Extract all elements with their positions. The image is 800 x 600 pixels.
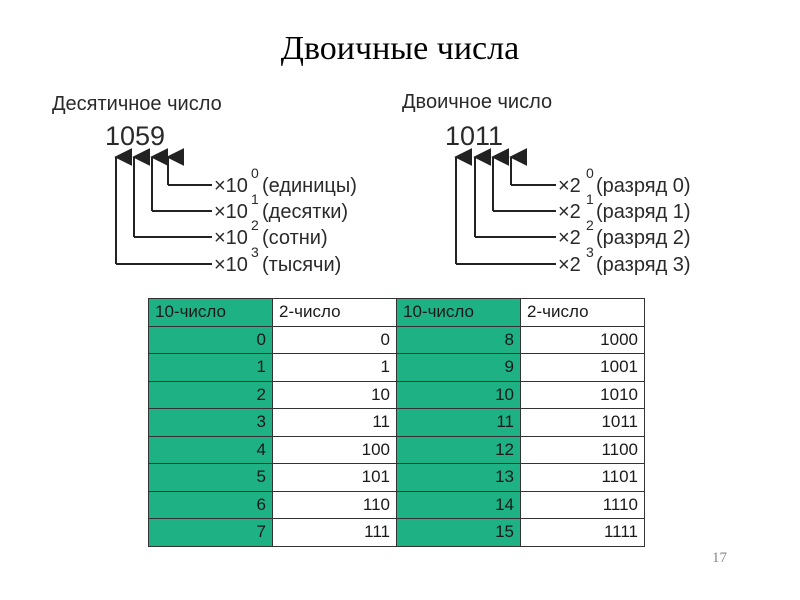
svg-text:(тысячи): (тысячи): [262, 254, 341, 276]
cell-binary: 11: [272, 408, 397, 437]
svg-text:2: 2: [251, 217, 259, 233]
table-row: 4 100 12 1100: [148, 435, 645, 464]
cell-binary: 1001: [520, 353, 645, 382]
binary-number: 1011: [445, 121, 503, 151]
header-decimal-1: 10-число: [148, 298, 273, 327]
table-row: 2 10 10 1010: [148, 380, 645, 409]
cell-decimal: 15: [396, 518, 521, 547]
svg-text:×2: ×2: [558, 254, 581, 276]
decimal-number: 1059: [105, 121, 165, 151]
svg-text:1: 1: [251, 191, 259, 207]
cell-decimal: 4: [148, 435, 273, 464]
cell-binary: 110: [272, 490, 397, 519]
header-decimal-2: 10-число: [396, 298, 521, 327]
table-row: 7 111 15 1111: [148, 518, 645, 547]
table-header-row: 10-число 2-число 10-число 2-число: [148, 298, 645, 327]
cell-binary: 1011: [520, 408, 645, 437]
positional-notation-diagram: Десятичное число 1059 ×10 0 (единицы) ×1…: [52, 91, 691, 276]
svg-text:×10: ×10: [214, 227, 248, 249]
svg-text:(разряд 3): (разряд 3): [596, 254, 691, 276]
svg-text:3: 3: [251, 244, 259, 260]
svg-text:×2: ×2: [558, 175, 581, 197]
cell-binary: 1100: [520, 435, 645, 464]
cell-decimal: 1: [148, 353, 273, 382]
cell-binary: 111: [272, 518, 397, 547]
svg-text:2: 2: [586, 217, 594, 233]
svg-text:(десятки): (десятки): [262, 201, 348, 223]
decimal-caption: Десятичное число: [52, 93, 222, 115]
binary-term-2: ×2 2 (разряд 2): [558, 217, 691, 249]
svg-text:(разряд 1): (разряд 1): [596, 201, 691, 223]
cell-binary: 101: [272, 463, 397, 492]
svg-text:(разряд 0): (разряд 0): [596, 175, 691, 197]
cell-binary: 1: [272, 353, 397, 382]
svg-text:×2: ×2: [558, 227, 581, 249]
cell-decimal: 9: [396, 353, 521, 382]
svg-text:×10: ×10: [214, 175, 248, 197]
table-row: 0 0 8 1000: [148, 325, 645, 354]
cell-decimal: 6: [148, 490, 273, 519]
svg-text:(разряд 2): (разряд 2): [596, 227, 691, 249]
cell-decimal: 8: [396, 325, 521, 354]
cell-binary: 0: [272, 325, 397, 354]
cell-decimal: 0: [148, 325, 273, 354]
cell-binary: 1110: [520, 490, 645, 519]
cell-binary: 1010: [520, 380, 645, 409]
decimal-arrows: [114, 148, 212, 265]
binary-term-0: ×2 0 (разряд 0): [558, 165, 691, 197]
cell-decimal: 10: [396, 380, 521, 409]
table-row: 6 110 14 1110: [148, 490, 645, 519]
decimal-binary-table: 10-число 2-число 10-число 2-число 0 0 8 …: [148, 298, 645, 547]
cell-binary: 1111: [520, 518, 645, 547]
svg-text:×2: ×2: [558, 201, 581, 223]
cell-decimal: 7: [148, 518, 273, 547]
cell-decimal: 13: [396, 463, 521, 492]
slide-title: Двоичные числа: [280, 30, 520, 67]
svg-text:×10: ×10: [214, 201, 248, 223]
decimal-term-1: ×10 1 (десятки): [214, 191, 348, 223]
binary-arrows: [454, 148, 556, 265]
svg-text:1: 1: [586, 191, 594, 207]
svg-text:(сотни): (сотни): [262, 227, 328, 249]
header-binary-1: 2-число: [272, 298, 397, 327]
cell-decimal: 14: [396, 490, 521, 519]
cell-decimal: 2: [148, 380, 273, 409]
decimal-term-2: ×10 2 (сотни): [214, 217, 328, 249]
cell-decimal: 11: [396, 408, 521, 437]
cell-binary: 10: [272, 380, 397, 409]
page-number: 17: [712, 550, 727, 566]
decimal-term-3: ×10 3 (тысячи): [214, 244, 341, 276]
svg-text:3: 3: [586, 244, 594, 260]
svg-text:0: 0: [586, 165, 594, 181]
decimal-term-0: ×10 0 (единицы): [214, 165, 357, 197]
header-binary-2: 2-число: [520, 298, 645, 327]
table-row: 5 101 13 1101: [148, 463, 645, 492]
binary-term-3: ×2 3 (разряд 3): [558, 244, 691, 276]
cell-binary: 1000: [520, 325, 645, 354]
svg-text:×10: ×10: [214, 254, 248, 276]
svg-text:(единицы): (единицы): [262, 175, 357, 197]
cell-decimal: 3: [148, 408, 273, 437]
cell-decimal: 12: [396, 435, 521, 464]
cell-decimal: 5: [148, 463, 273, 492]
cell-binary: 1101: [520, 463, 645, 492]
binary-term-1: ×2 1 (разряд 1): [558, 191, 691, 223]
table-row: 3 11 11 1011: [148, 408, 645, 437]
svg-text:0: 0: [251, 165, 259, 181]
cell-binary: 100: [272, 435, 397, 464]
table-row: 1 1 9 1001: [148, 353, 645, 382]
binary-caption: Двоичное число: [402, 91, 552, 113]
